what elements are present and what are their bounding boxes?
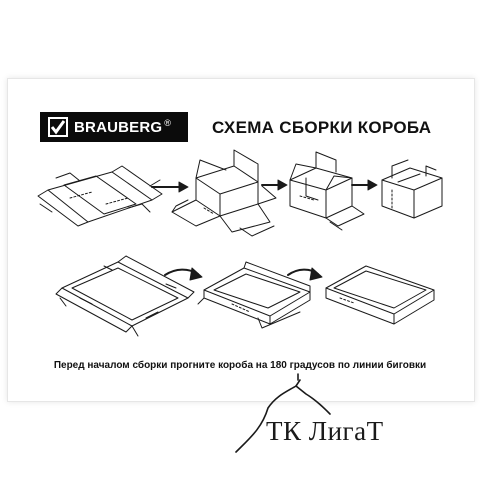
watermark-roof-icon [235, 373, 331, 453]
arrow-1 [151, 181, 189, 193]
flat-lid-blank [55, 255, 195, 337]
check-mark-icon [48, 117, 68, 137]
assembled-box [381, 159, 443, 219]
arrow-3 [351, 179, 378, 191]
partially-folded-lid [197, 261, 311, 329]
arrow-4 [164, 267, 203, 281]
partially-folded-box [171, 149, 277, 237]
watermark-text: ТК ЛигаТ [266, 416, 384, 446]
arrow-2 [261, 179, 288, 191]
assembly-instruction-caption: Перед началом сборки прогните короба на … [53, 360, 427, 371]
diagram-title: СХЕМА СБОРКИ КОРОБА [212, 118, 432, 137]
flat-box-blank [37, 165, 163, 227]
box-sides-raised [289, 151, 365, 231]
assembled-lid [325, 265, 435, 325]
registered-mark: ® [164, 118, 171, 128]
logo-text: BRAUBERG [74, 118, 163, 136]
brauberg-logo: BRAUBERG ® [40, 112, 188, 142]
arrow-5 [287, 267, 323, 281]
